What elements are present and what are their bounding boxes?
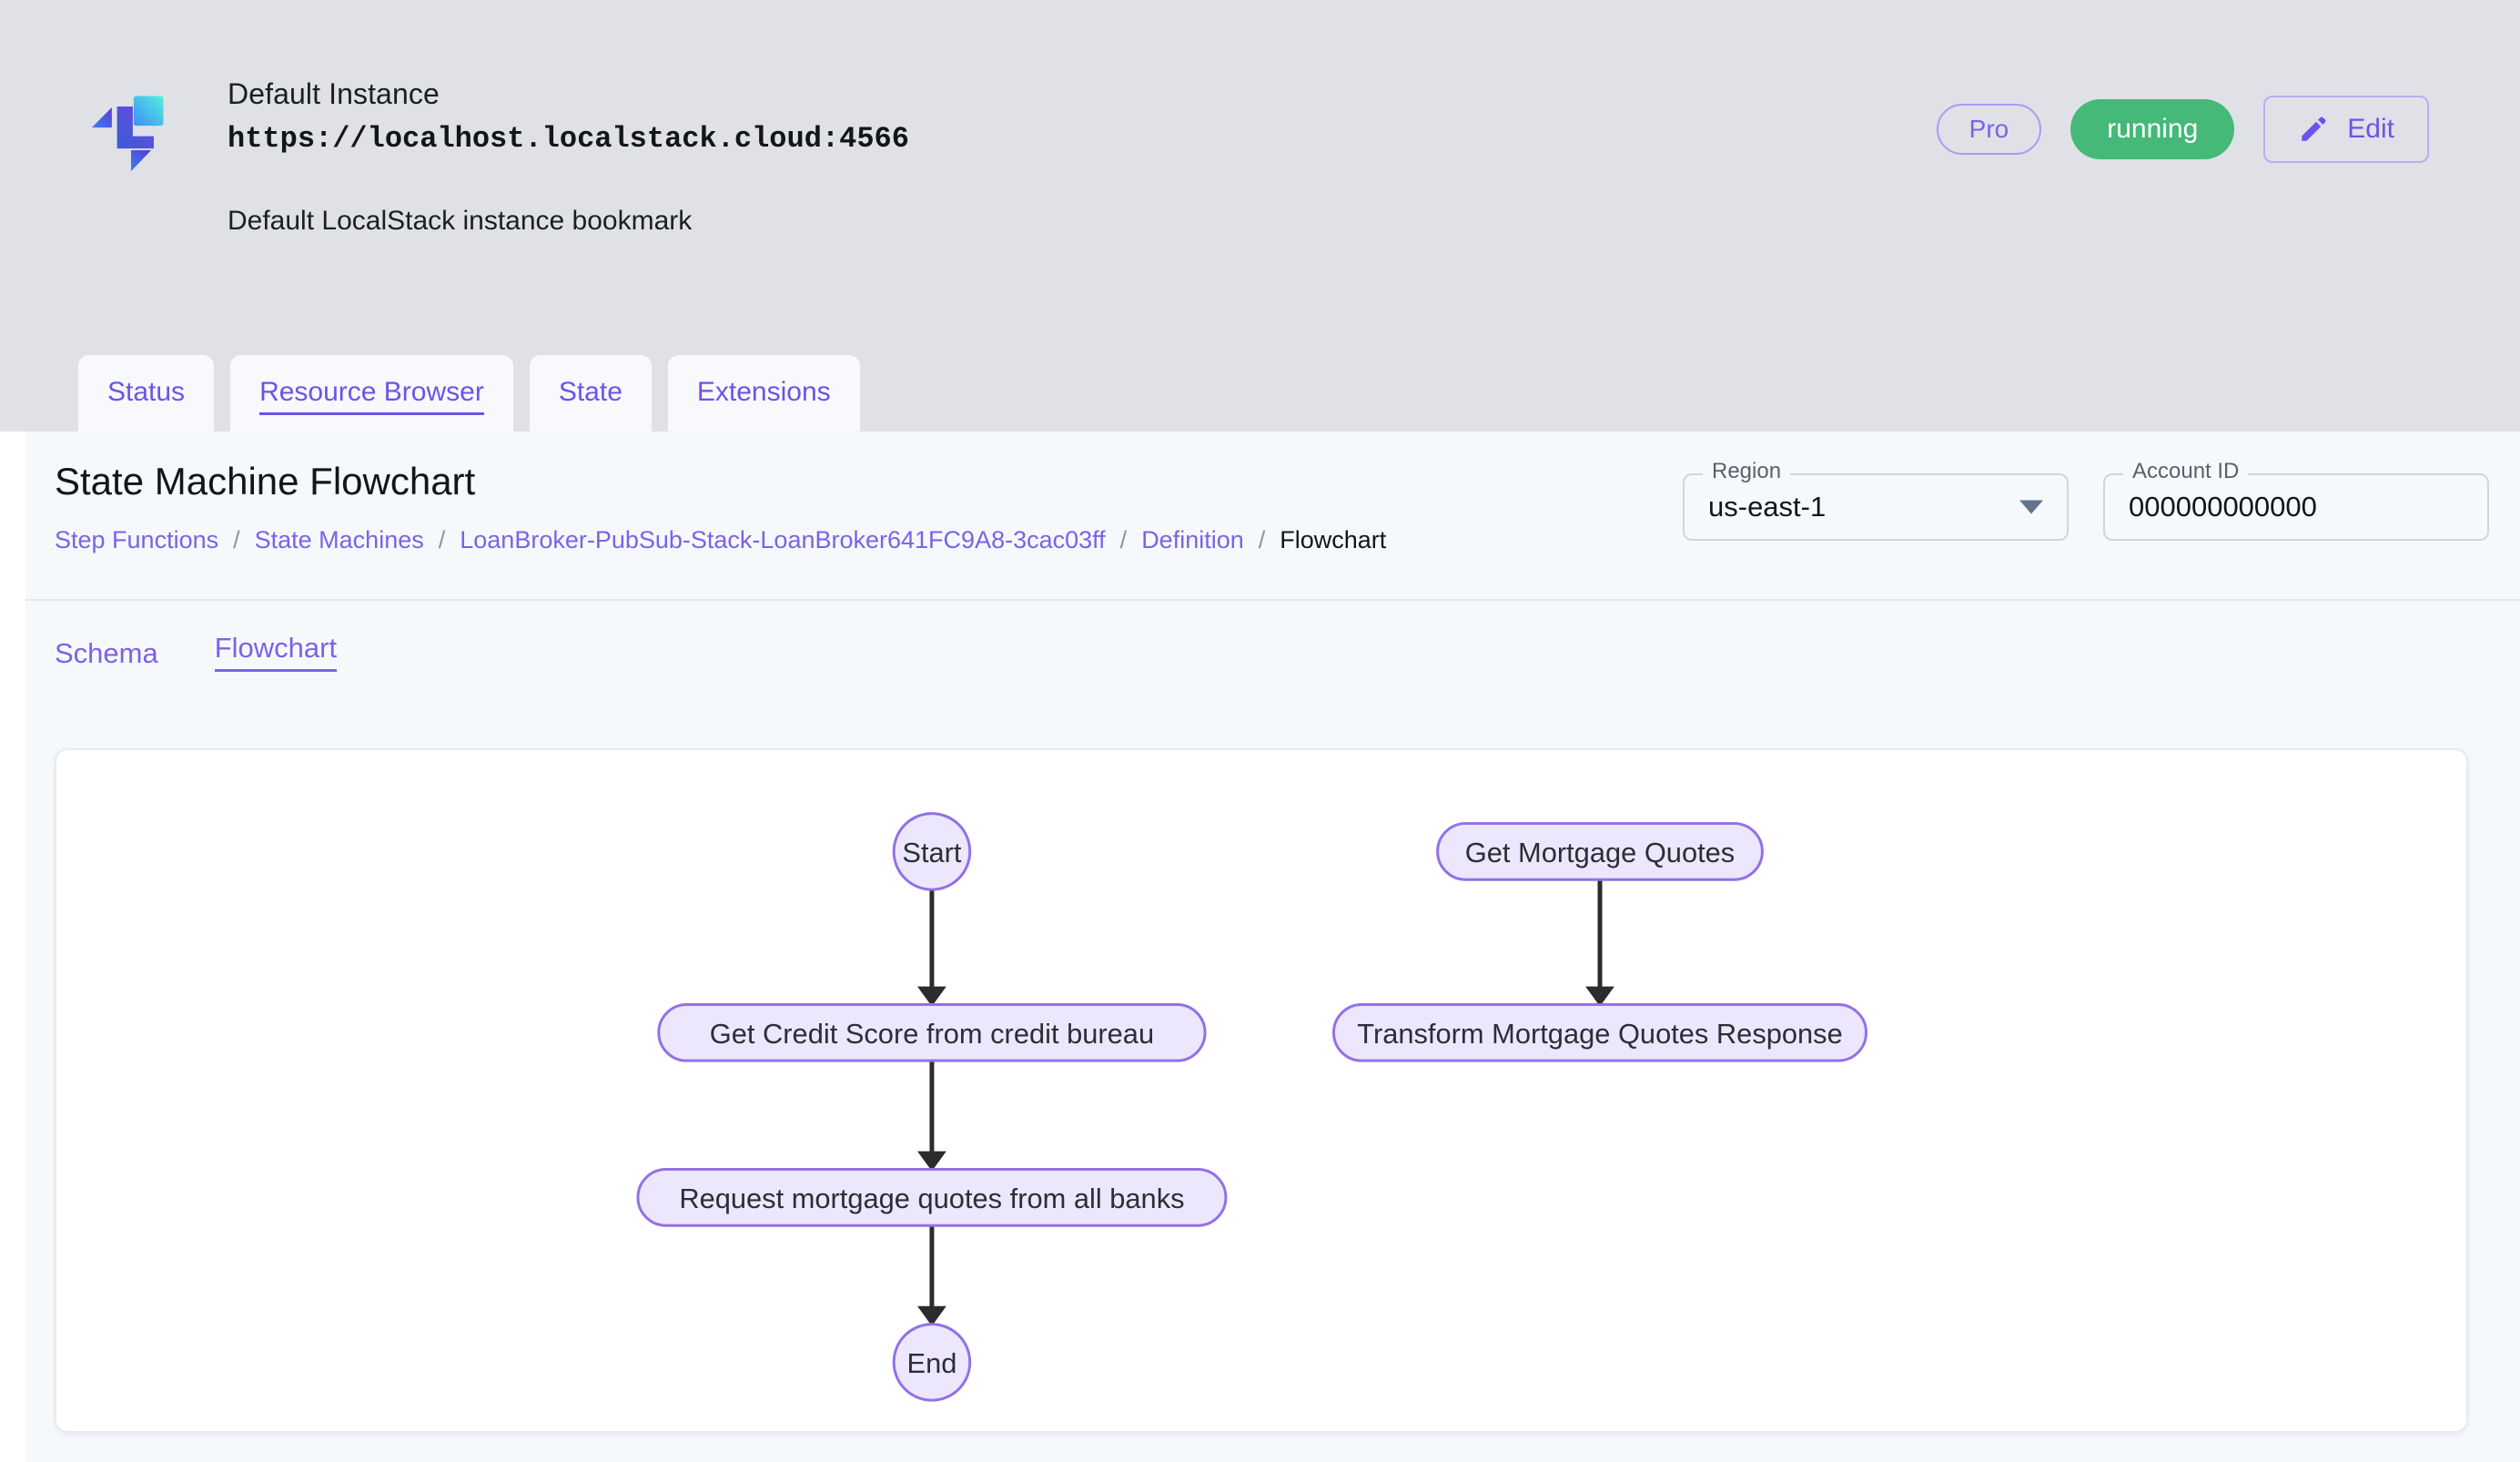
scope-selectors: Region us-east-1 Account ID 000000000000 (1683, 461, 2489, 541)
sub-tab-schema-label: Schema (55, 636, 158, 669)
pencil-icon (2302, 117, 2326, 141)
edge-arrowhead (917, 1151, 946, 1172)
flow-node-shape (636, 1168, 1228, 1227)
region-value: us-east-1 (1708, 491, 1827, 523)
breadcrumb: Step Functions / State Machines / LoanBr… (55, 528, 1386, 553)
instance-name: Default Instance (228, 77, 440, 110)
tab-extensions-label: Extensions (696, 377, 831, 407)
breadcrumb-item-state-machines[interactable]: State Machines (254, 526, 424, 553)
breadcrumb-item-flowchart: Flowchart (1280, 526, 1387, 553)
tab-status[interactable]: Status (78, 355, 215, 431)
page-header: State Machine Flowchart Step Functions /… (25, 431, 2520, 601)
flow-node-credit[interactable]: Get Credit Score from credit bureau (657, 1003, 1207, 1062)
tab-resource-browser-label: Resource Browser (259, 377, 484, 415)
flow-node-shape (657, 1003, 1207, 1062)
flow-node-shape (1331, 1003, 1868, 1062)
account-id-field[interactable]: Account ID 000000000000 (2103, 461, 2489, 541)
tab-extensions[interactable]: Extensions (667, 355, 860, 431)
region-label: Region (1703, 461, 1791, 482)
primary-tab-strip: Status Resource Browser State Extensions (78, 355, 860, 431)
flow-node-getquotes[interactable]: Get Mortgage Quotes (1436, 822, 1764, 881)
breadcrumb-separator: / (233, 526, 240, 553)
sub-tab-flowchart[interactable]: Flowchart (214, 632, 338, 672)
flow-edge-getquotes-to-transform (1585, 879, 1614, 1007)
tab-state-label: State (558, 377, 622, 407)
tab-resource-browser[interactable]: Resource Browser (230, 355, 513, 431)
flow-node-label: Start (902, 837, 962, 868)
flow-node-label: Get Credit Score from credit bureau (710, 1018, 1154, 1050)
localstack-logo-icon (91, 96, 164, 172)
edge-arrowhead (1585, 986, 1614, 1007)
edit-button-label: Edit (2347, 114, 2394, 144)
flow-node-shape (892, 1323, 972, 1402)
flow-node-label: Transform Mortgage Quotes Response (1357, 1018, 1842, 1050)
secondary-tab-strip: Schema Flowchart (25, 601, 2520, 705)
pro-badge[interactable]: Pro (1936, 104, 2042, 155)
flow-node-shape (892, 812, 972, 891)
breadcrumb-separator: / (1119, 526, 1128, 553)
status-badge[interactable]: running (2070, 99, 2235, 159)
sub-tab-flowchart-label: Flowchart (214, 632, 338, 664)
flow-node-label: End (907, 1347, 957, 1379)
page-title: State Machine Flowchart (55, 460, 476, 503)
region-select[interactable]: Region us-east-1 (1683, 461, 2069, 541)
breadcrumb-item-definition[interactable]: Definition (1141, 526, 1244, 553)
breadcrumb-separator: / (1258, 526, 1266, 553)
flowchart-edges (917, 879, 1614, 1326)
content-panel: State Machine Flowchart Step Functions /… (25, 431, 2520, 1462)
tab-state[interactable]: State (529, 355, 652, 431)
flow-edge-request-to-end (917, 1225, 946, 1326)
breadcrumb-item-step-functions[interactable]: Step Functions (55, 526, 219, 553)
account-id-label: Account ID (2123, 461, 2249, 482)
edge-arrowhead (917, 1305, 946, 1326)
instance-description: Default LocalStack instance bookmark (228, 205, 693, 236)
header-actions: Pro running Edit (1936, 96, 2429, 163)
tab-status-label: Status (107, 377, 186, 407)
app-header: Default Instance https://localhost.local… (0, 0, 2520, 431)
chevron-down-icon (2019, 500, 2043, 514)
instance-summary: Default Instance https://localhost.local… (87, 77, 909, 237)
sub-tab-schema[interactable]: Schema (55, 639, 158, 667)
flow-node-label: Request mortgage quotes from all banks (679, 1183, 1184, 1214)
account-id-value: 000000000000 (2129, 491, 2317, 523)
flow-node-request[interactable]: Request mortgage quotes from all banks (636, 1168, 1228, 1227)
flow-node-end[interactable]: End (892, 1323, 972, 1402)
instance-url: https://localhost.localstack.cloud:4566 (228, 122, 909, 157)
flow-edge-credit-to-request (917, 1061, 946, 1172)
flow-node-transform[interactable]: Transform Mortgage Quotes Response (1331, 1003, 1868, 1062)
flow-node-start[interactable]: Start (892, 812, 972, 891)
edit-button[interactable]: Edit (2263, 96, 2429, 163)
breadcrumb-item-state-machine-name[interactable]: LoanBroker-PubSub-Stack-LoanBroker641FC9… (460, 526, 1106, 553)
flow-node-label: Get Mortgage Quotes (1465, 837, 1735, 868)
breadcrumb-separator: / (438, 526, 446, 553)
flow-node-shape (1436, 822, 1764, 881)
edge-arrowhead (917, 986, 946, 1007)
flow-edge-start-to-credit (917, 889, 946, 1007)
